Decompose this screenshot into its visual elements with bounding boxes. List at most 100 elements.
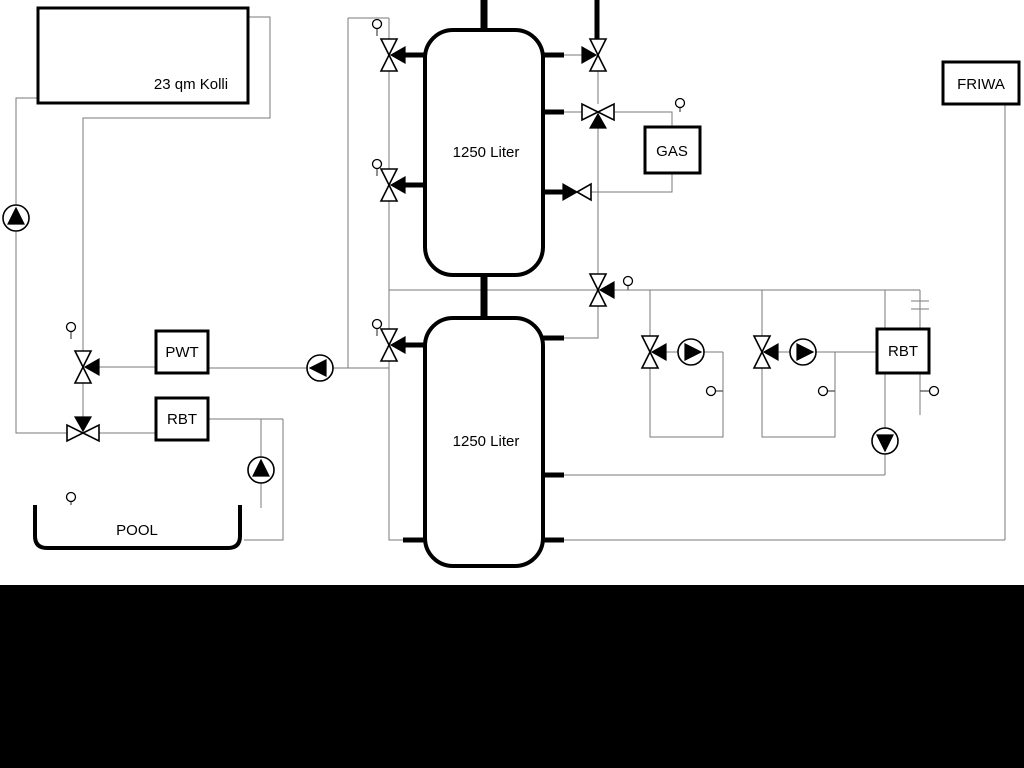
valve-header-mixer[interactable] bbox=[588, 273, 615, 307]
rbt-right-box[interactable]: RBT bbox=[875, 327, 931, 375]
pipe-bypass-348 bbox=[347, 17, 389, 368]
valve-body bbox=[73, 365, 93, 384]
rbt-left-label: RBT bbox=[167, 411, 197, 428]
gas-boiler-box[interactable]: GAS bbox=[643, 125, 702, 175]
valve-body bbox=[752, 350, 772, 369]
valve-body bbox=[588, 38, 608, 57]
footer-bar bbox=[0, 585, 1024, 768]
valve-branch bbox=[581, 45, 598, 65]
pool-outline bbox=[33, 505, 242, 550]
pipe-pool-loop bbox=[208, 418, 284, 541]
valve-solar-diverter[interactable] bbox=[73, 350, 100, 384]
gas-label: GAS bbox=[656, 143, 688, 160]
valve-branch bbox=[83, 357, 100, 377]
pipe-friwa bbox=[563, 104, 1006, 541]
thick-pipes bbox=[403, 0, 600, 543]
valve-body bbox=[379, 168, 399, 187]
pool-label: POOL bbox=[116, 522, 158, 539]
sensor-loop-a bbox=[705, 385, 723, 397]
valve-tank1-mid-left[interactable] bbox=[379, 168, 406, 202]
valve-gas-supply[interactable] bbox=[581, 102, 615, 129]
pump-arrow-up bbox=[7, 206, 25, 225]
pump-charge[interactable] bbox=[306, 354, 334, 382]
pipe-rbt-right-return bbox=[563, 373, 886, 476]
pump-arrow-right bbox=[684, 343, 703, 361]
valve-body-filled bbox=[562, 182, 579, 202]
valve-body bbox=[379, 343, 399, 362]
pump-loop-a[interactable] bbox=[677, 338, 705, 366]
pipes bbox=[15, 16, 1006, 541]
pipe-header-drops bbox=[649, 290, 921, 415]
pump-arrow-left bbox=[308, 359, 327, 377]
valve-body bbox=[81, 423, 100, 443]
valve-body bbox=[575, 182, 592, 202]
sensor-gas bbox=[674, 97, 686, 112]
check-valve-gas-return[interactable] bbox=[562, 182, 592, 202]
tank-top-label: 1250 Liter bbox=[453, 144, 520, 161]
friwa-box[interactable]: FRIWA bbox=[941, 60, 1021, 106]
valve-body bbox=[640, 350, 660, 369]
gas-outline bbox=[643, 125, 702, 175]
pipe-break-ticks bbox=[911, 300, 929, 310]
pipe-loop-b bbox=[761, 351, 877, 438]
pump-arrow-up bbox=[252, 458, 270, 477]
valve-loop-b[interactable] bbox=[752, 335, 779, 369]
valve-body bbox=[596, 102, 615, 122]
pumps bbox=[2, 204, 899, 484]
valve-body bbox=[588, 273, 608, 292]
collector-box[interactable]: 23 qm Kolli bbox=[36, 6, 250, 105]
pwt-box[interactable]: PWT bbox=[154, 329, 210, 375]
pwt-outline bbox=[154, 329, 210, 375]
pump-arrow-right bbox=[796, 343, 815, 361]
valve-branch bbox=[389, 335, 406, 355]
pump-pool[interactable] bbox=[247, 456, 275, 484]
buffer-tank-bottom[interactable]: 1250 Liter bbox=[423, 316, 545, 568]
buffer-tank-top[interactable]: 1250 Liter bbox=[423, 28, 545, 277]
sensor-valve1 bbox=[371, 18, 383, 36]
tank-top-outline bbox=[423, 28, 545, 277]
rbt-right-outline bbox=[875, 327, 931, 375]
sensor-loop-b bbox=[817, 385, 835, 397]
valve-branch bbox=[588, 112, 608, 129]
valve-body bbox=[66, 423, 85, 443]
tank-bottom-outline bbox=[423, 316, 545, 568]
valve-branch bbox=[650, 342, 667, 362]
pipe-loop-a bbox=[649, 351, 724, 438]
rbt-left-box[interactable]: RBT bbox=[154, 396, 210, 442]
valve-body bbox=[588, 288, 608, 307]
valve-tank1-top-left[interactable] bbox=[379, 38, 406, 72]
valve-branch bbox=[762, 342, 779, 362]
pipe-valve7-to-tank2 bbox=[563, 306, 599, 339]
sensor-right-line bbox=[920, 385, 940, 397]
valve-branch bbox=[389, 175, 406, 195]
valve-branch bbox=[73, 416, 93, 433]
pump-loop-b[interactable] bbox=[789, 338, 817, 366]
collector-outline bbox=[36, 6, 250, 105]
valve-body bbox=[73, 350, 93, 369]
sensor-valve2 bbox=[371, 158, 383, 176]
valve-tank1-top-right[interactable] bbox=[581, 38, 608, 72]
valves bbox=[66, 38, 779, 443]
valve-body bbox=[640, 335, 660, 354]
pipe-collector-supply bbox=[82, 16, 271, 351]
valve-body bbox=[379, 328, 399, 347]
pump-rbt-right[interactable] bbox=[871, 427, 899, 455]
pool[interactable]: POOL bbox=[33, 505, 242, 550]
valve-body bbox=[581, 102, 600, 122]
pipe-gas-supply bbox=[563, 111, 673, 127]
sensor-solar-return bbox=[65, 321, 77, 339]
valve-body bbox=[588, 53, 608, 72]
valve-pool-diverter[interactable] bbox=[66, 416, 100, 443]
valve-branch bbox=[389, 45, 406, 65]
pwt-label: PWT bbox=[165, 344, 198, 361]
pump-solar[interactable] bbox=[2, 204, 30, 232]
valve-body bbox=[379, 38, 399, 57]
valve-loop-a[interactable] bbox=[640, 335, 667, 369]
tank-bottom-label: 1250 Liter bbox=[453, 433, 520, 450]
sensor-header bbox=[622, 275, 634, 290]
pipe-riser-389 bbox=[388, 18, 403, 541]
valve-branch bbox=[598, 280, 615, 300]
valve-tank2-top-left[interactable] bbox=[379, 328, 406, 362]
